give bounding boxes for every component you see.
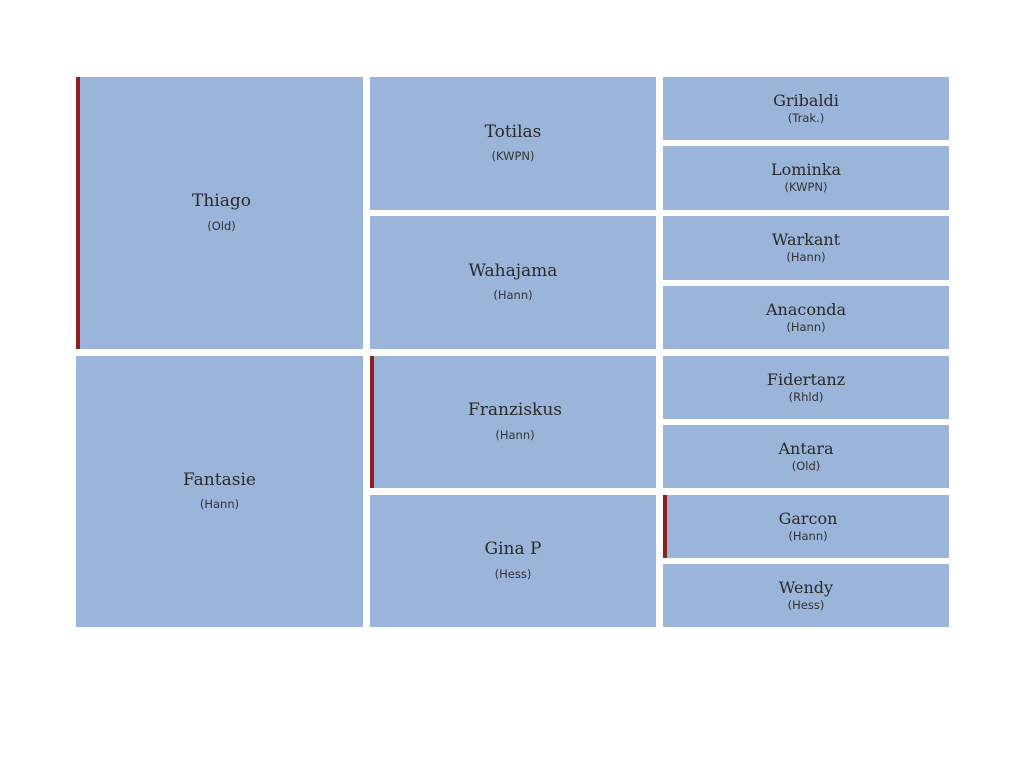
sire-dam-box[interactable]: Wahajama (Hann) (370, 216, 656, 349)
breed-label: (Trak.) (787, 110, 825, 125)
ancestor-box[interactable]: Antara (Old) (663, 425, 949, 488)
horse-name: Franziskus (467, 400, 563, 421)
ancestor-box[interactable]: Wendy (Hess) (663, 564, 949, 627)
horse-name: Fidertanz (766, 370, 846, 389)
horse-name: Anaconda (765, 300, 847, 319)
horse-name: Totilas (484, 121, 542, 142)
breed-label: (Hess) (787, 597, 825, 612)
horse-name: Garcon (778, 509, 838, 528)
horse-name: Wahajama (468, 260, 558, 281)
breed-label: (Hann) (199, 497, 240, 512)
horse-name: Gribaldi (773, 91, 839, 110)
breed-label: (Hann) (493, 288, 533, 303)
breed-label: (Rhld) (788, 389, 824, 404)
ancestor-box[interactable]: Garcon (Hann) (663, 495, 949, 558)
breed-label: (Hann) (495, 427, 535, 442)
horse-name: Warkant (771, 230, 841, 249)
sire-box[interactable]: Thiago (Old) (76, 77, 363, 349)
horse-name: Wendy (778, 578, 834, 597)
ancestor-box[interactable]: Warkant (Hann) (663, 216, 949, 280)
horse-name: Antara (778, 439, 834, 458)
breed-label: (KWPN) (491, 149, 535, 164)
breed-label: (Old) (207, 218, 236, 233)
breed-label: (KWPN) (784, 179, 828, 194)
horse-name: Lominka (770, 160, 842, 179)
breed-label: (Hess) (494, 566, 532, 581)
breed-label: (Hann) (786, 249, 826, 264)
dam-sire-box[interactable]: Franziskus (Hann) (370, 356, 656, 488)
breed-label: (Hann) (788, 528, 828, 543)
sire-sire-box[interactable]: Totilas (KWPN) (370, 77, 656, 210)
breed-label: (Old) (791, 458, 821, 473)
breed-label: (Hann) (786, 319, 826, 334)
ancestor-box[interactable]: Gribaldi (Trak.) (663, 77, 949, 140)
ancestor-box[interactable]: Lominka (KWPN) (663, 146, 949, 210)
ancestor-box[interactable]: Anaconda (Hann) (663, 286, 949, 349)
horse-name: Fantasie (183, 469, 256, 490)
dam-dam-box[interactable]: Gina P (Hess) (370, 495, 656, 627)
ancestor-box[interactable]: Fidertanz (Rhld) (663, 356, 949, 419)
horse-name: Thiago (192, 191, 251, 212)
horse-name: Gina P (484, 539, 542, 560)
dam-box[interactable]: Fantasie (Hann) (76, 356, 363, 627)
